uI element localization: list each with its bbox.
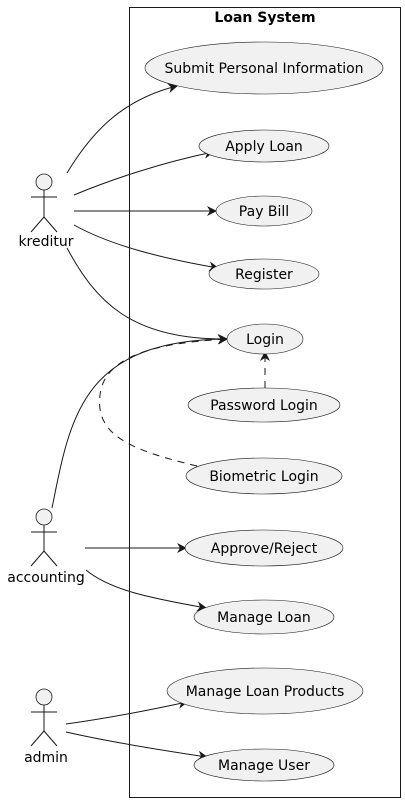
usecase-apply-loan[interactable]: Apply Loan xyxy=(198,129,330,163)
edge-kreditur-apply xyxy=(73,148,214,196)
system-boundary xyxy=(129,7,401,798)
usecase-pay-bill[interactable]: Pay Bill xyxy=(215,195,313,227)
usecase-ellipse xyxy=(193,599,335,635)
actor-right-leg xyxy=(43,730,58,747)
actor-admin[interactable]: admin xyxy=(24,688,68,766)
usecase-ellipse xyxy=(185,457,343,495)
edge-accounting-manageloan xyxy=(85,569,207,612)
actor-left-leg xyxy=(30,730,45,747)
edge-biometric-extends-login xyxy=(99,334,228,467)
actor-label: accounting xyxy=(7,570,84,586)
edge-kreditur-register xyxy=(73,224,219,272)
usecase-ellipse xyxy=(187,387,341,423)
usecase-label: Login xyxy=(246,332,284,348)
usecase-register[interactable]: Register xyxy=(208,258,320,290)
usecase-ellipse xyxy=(226,323,304,355)
usecase-manage-user[interactable]: Manage User xyxy=(193,748,335,782)
actor-left-leg xyxy=(30,216,45,233)
actor-label: admin xyxy=(24,750,68,766)
system-title: Loan System xyxy=(214,10,315,26)
usecase-submit-personal-information[interactable]: Submit Personal Information xyxy=(144,41,384,95)
actor-kreditur[interactable]: kreditur xyxy=(18,173,74,250)
usecase-ellipse xyxy=(144,41,384,95)
actor-right-leg xyxy=(43,216,58,233)
usecase-label: Password Login xyxy=(210,398,318,414)
usecase-label: Approve/Reject xyxy=(211,541,318,557)
usecase-label: Manage User xyxy=(218,758,310,774)
usecase-ellipse xyxy=(193,748,335,782)
edge-kreditur-login xyxy=(66,247,228,345)
usecase-password-login[interactable]: Password Login xyxy=(187,387,341,423)
usecase-ellipse xyxy=(184,529,344,567)
actor-label: kreditur xyxy=(18,234,73,250)
actor-head xyxy=(35,508,53,526)
actor-left-leg xyxy=(30,550,45,567)
edge-kreditur-submit xyxy=(66,83,178,174)
usecase-label: Manage Loan Products xyxy=(186,684,345,700)
usecase-ellipse xyxy=(198,129,330,163)
usecase-manage-loan-products[interactable]: Manage Loan Products xyxy=(166,667,364,715)
edge-admin-products xyxy=(65,699,188,725)
usecase-manage-loan[interactable]: Manage Loan xyxy=(193,599,335,635)
actor-right-leg xyxy=(43,550,58,567)
usecase-ellipse xyxy=(215,195,313,227)
usecase-biometric-login[interactable]: Biometric Login xyxy=(185,457,343,495)
actor-head xyxy=(35,173,53,191)
usecase-label: Pay Bill xyxy=(239,204,289,220)
usecase-ellipse xyxy=(208,258,320,290)
usecase-label: Biometric Login xyxy=(209,469,318,485)
actor-head xyxy=(35,688,53,706)
usecase-login[interactable]: Login xyxy=(226,323,304,355)
edge-admin-manageuser xyxy=(65,731,208,761)
edge-accounting-login xyxy=(51,334,228,509)
usecase-label: Manage Loan xyxy=(217,610,311,626)
usecase-label: Submit Personal Information xyxy=(164,61,363,77)
actor-accounting[interactable]: accounting xyxy=(7,508,85,586)
usecase-label: Apply Loan xyxy=(225,139,303,155)
usecase-ellipse xyxy=(166,667,364,715)
usecase-approve-reject[interactable]: Approve/Reject xyxy=(184,529,344,567)
usecase-label: Register xyxy=(235,267,293,283)
